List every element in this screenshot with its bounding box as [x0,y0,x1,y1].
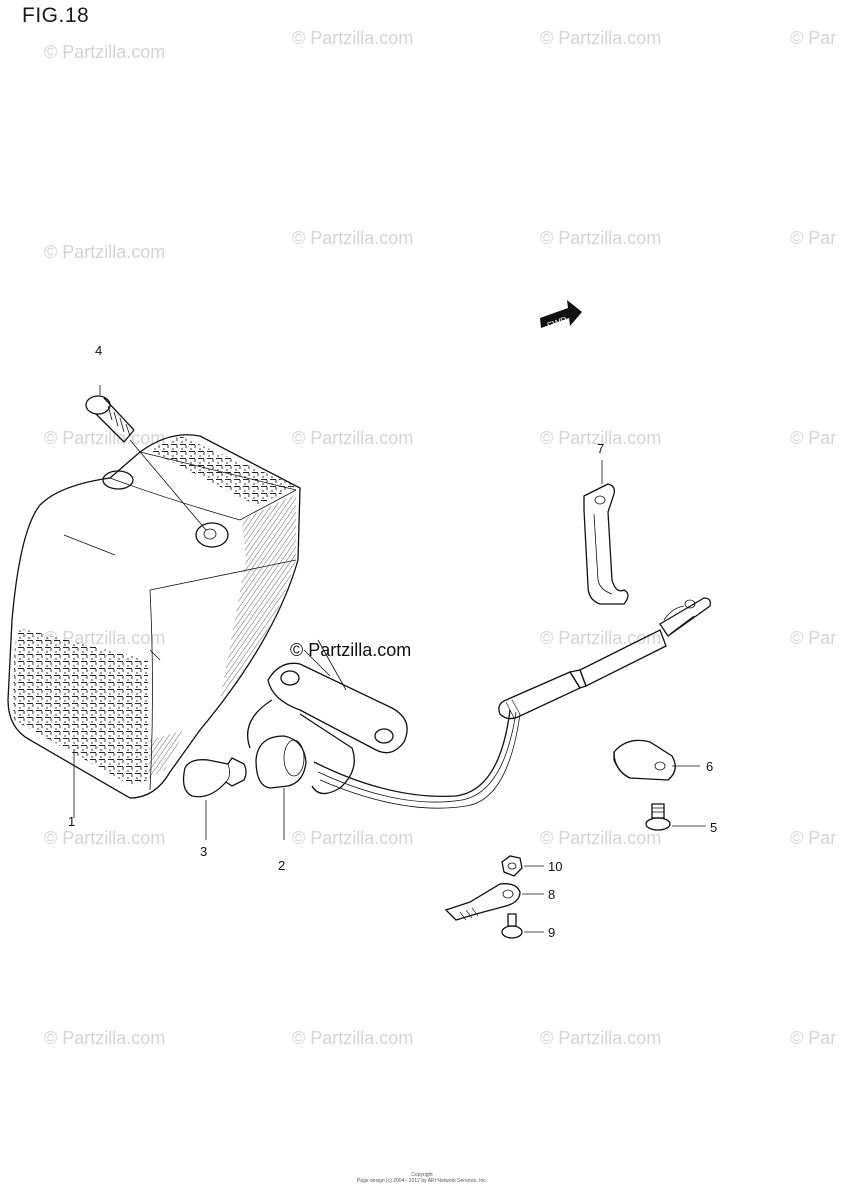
callout-number: 7 [597,441,605,456]
socket-assembly-part-2 [246,597,712,840]
watermark: © Partzilla.com [292,28,414,48]
watermark: © Partzilla.com [44,828,166,848]
callout-number: 4 [95,343,103,358]
watermark: © Par [790,1028,837,1048]
callout-number: 1 [68,814,76,829]
watermark: © Partzilla.com [292,828,414,848]
callout-number: 5 [710,820,718,835]
callout-number: 8 [548,887,556,902]
callout-number: 6 [706,759,714,774]
fwd-arrow-icon: FWD [540,300,582,331]
watermark: © Partzilla.com [540,1028,662,1048]
copyright-notice: Copyright Page design (c) 2004 - 2017 by… [0,1172,844,1184]
watermark: © Partzilla.com [540,428,662,448]
screw-part-4 [85,385,207,531]
watermark: © Partzilla.com [44,1028,166,1048]
callout-number: 3 [200,844,208,859]
copyright-line: Copyright [411,1172,433,1178]
callout-number: 10 [548,859,563,874]
nut-part-10 [501,855,544,877]
screw-part-9 [501,913,544,939]
copyright-line: Page design (c) 2004 - 2017 by ARI Netwo… [356,1178,488,1184]
figure-title: FIG.18 [22,4,90,27]
watermark: © Par [790,28,837,48]
callout-number: 9 [548,925,556,940]
watermark: © Partzilla.com [292,1028,414,1048]
bracket-part-7 [583,460,629,605]
watermark: © Partzilla.com [44,428,166,448]
watermark: © Partzilla.com [540,28,662,48]
clamp-part-6 [613,739,700,781]
watermark: © Partzilla.com [292,428,414,448]
watermark: © Partzilla.com [44,42,166,62]
watermark: © Partzilla.com [540,228,662,248]
watermark: © Partzilla.com [44,242,166,262]
watermark: © Partzilla.com [292,228,414,248]
bulb-part-3 [182,757,247,840]
tail-lamp-housing [7,434,301,799]
watermark: © Par [790,428,837,448]
callout-number: 2 [278,858,286,873]
brand-mark: © Partzilla.com [290,640,412,660]
watermark: © Par [790,828,837,848]
watermark: © Par [790,628,837,648]
watermark: © Partzilla.com [540,628,662,648]
bolt-part-5 [645,803,706,831]
watermark: © Partzilla.com [540,828,662,848]
watermark: © Par [790,228,837,248]
terminal-part-8 [444,883,544,921]
